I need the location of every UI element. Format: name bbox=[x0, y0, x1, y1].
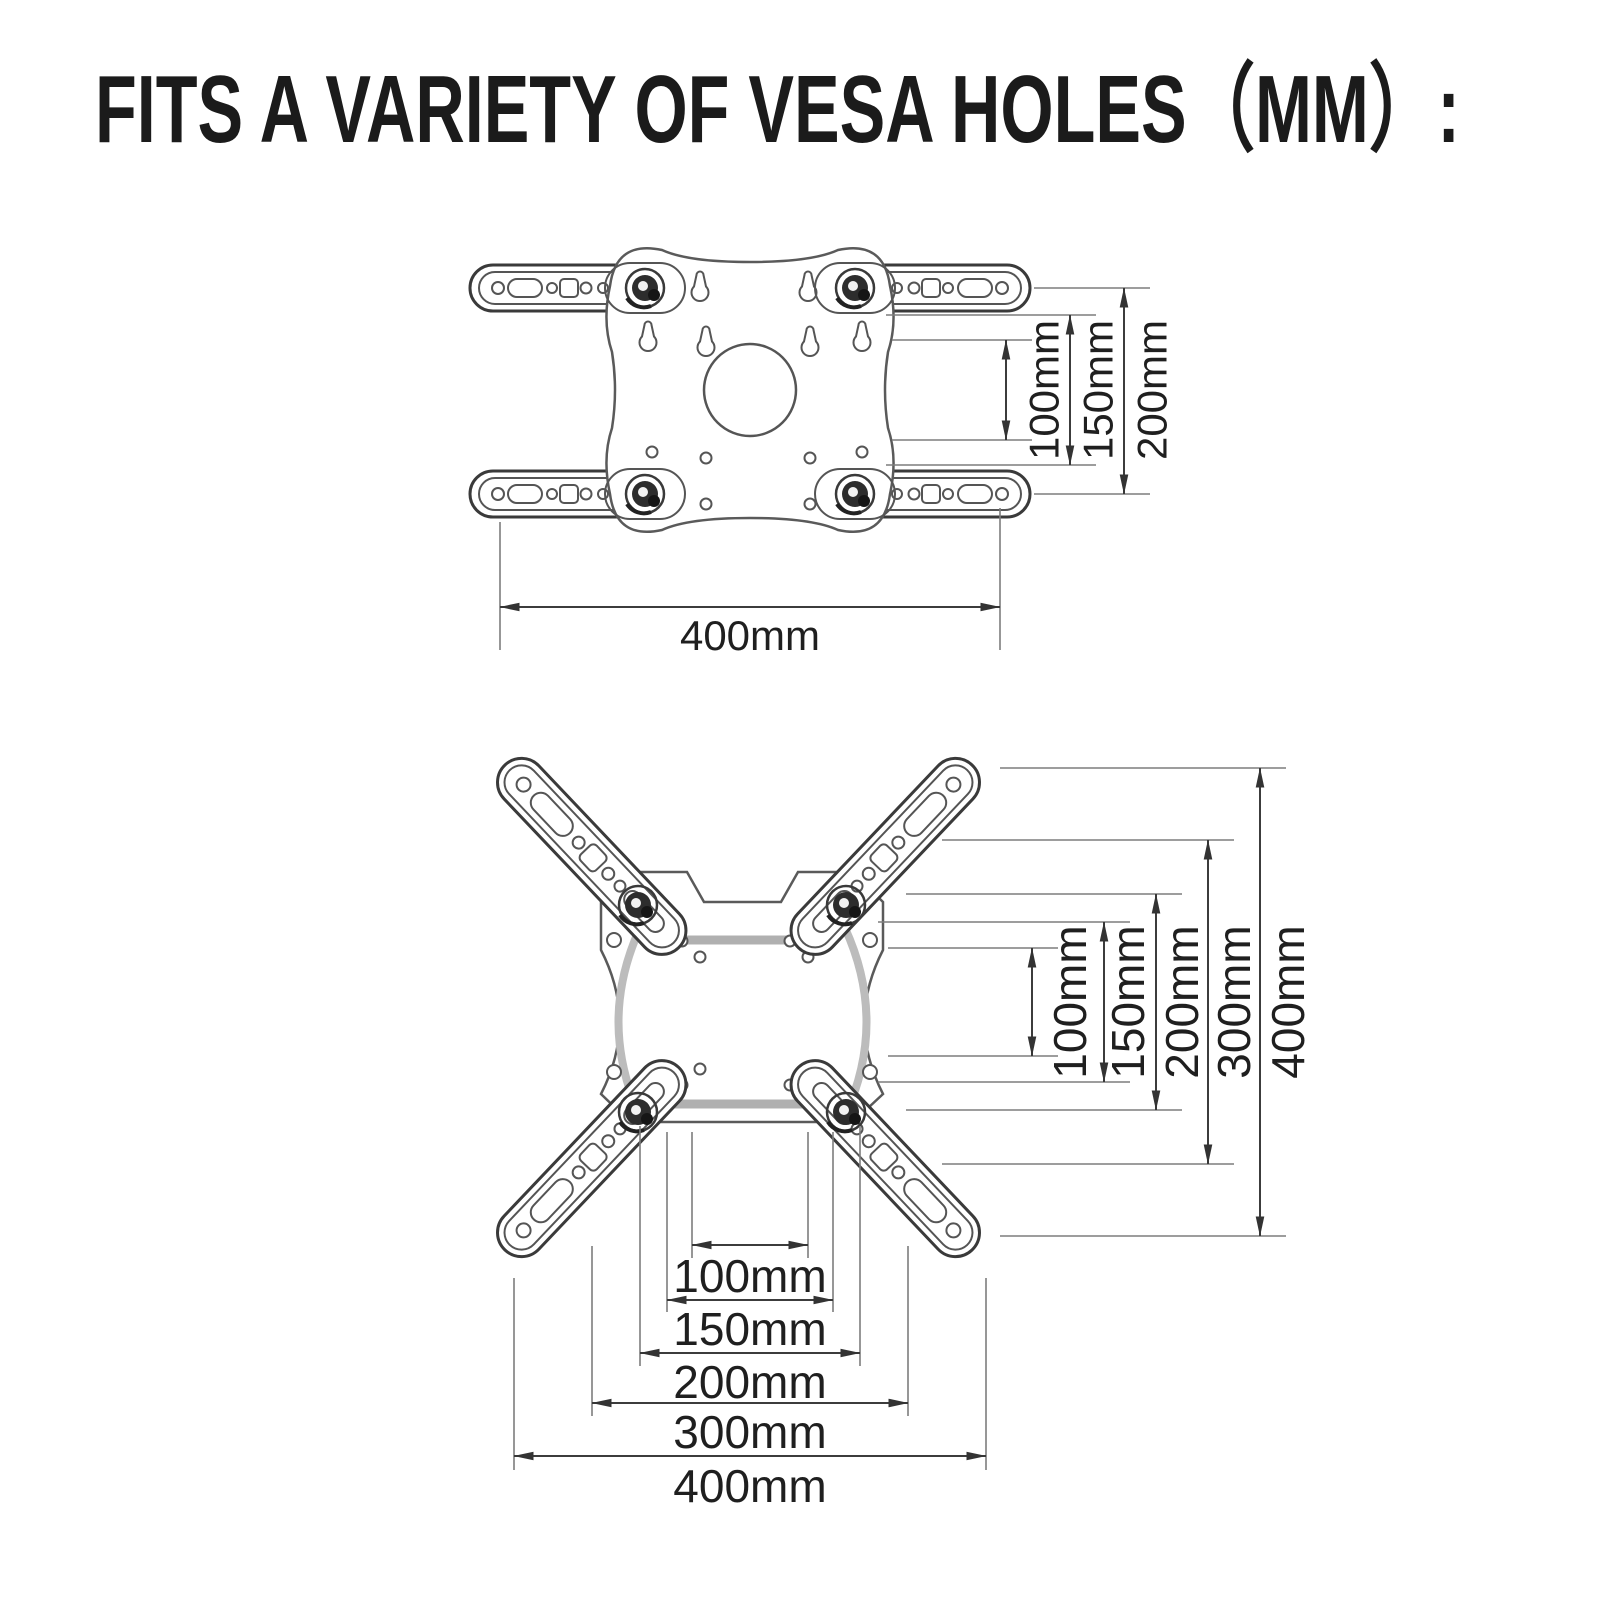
dim-top-horizontal-400: 400mm bbox=[499, 508, 1001, 659]
arm-bottom-right bbox=[779, 1049, 991, 1269]
dim-bottom-horizontal-300: 300mm bbox=[591, 1246, 909, 1458]
dim-label: 200mm bbox=[1129, 320, 1176, 460]
dim-bottom-vertical-200: 200mm bbox=[906, 893, 1208, 1111]
top-view-diagram: 100mm 150mm 200mm 400mm bbox=[470, 246, 1176, 659]
dim-label: 200mm bbox=[673, 1356, 826, 1408]
mounting-holes bbox=[645, 445, 869, 511]
dim-top-vertical-150: 150mm bbox=[886, 314, 1122, 466]
arm-bottom-left bbox=[486, 1049, 698, 1269]
dim-top-vertical-100: 100mm bbox=[892, 320, 1068, 460]
dim-bottom-vertical-400: 400mm bbox=[1000, 767, 1314, 1237]
dim-label: 300mm bbox=[1208, 925, 1260, 1078]
dim-label: 200mm bbox=[1156, 925, 1208, 1078]
dim-label: 100mm bbox=[1021, 320, 1068, 460]
dim-label: 150mm bbox=[1102, 925, 1154, 1078]
center-hole bbox=[702, 342, 798, 438]
dim-label: 150mm bbox=[1075, 320, 1122, 460]
arm-top-right bbox=[779, 746, 991, 966]
bottom-view-diagram: 100mm 150mm 200mm 300mm 400mm bbox=[486, 746, 1314, 1512]
dim-bottom-vertical-300: 300mm bbox=[942, 839, 1260, 1165]
dim-bottom-horizontal-100: 100mm bbox=[673, 1132, 827, 1302]
dim-label: 400mm bbox=[673, 1460, 826, 1512]
page-title: FITS A VARIETY OF VESA HOLES（MM）: bbox=[95, 56, 1460, 163]
dim-label: 100mm bbox=[673, 1250, 826, 1302]
dim-bottom-vertical-100: 100mm bbox=[888, 925, 1096, 1079]
dim-bottom-vertical-150: 150mm bbox=[878, 921, 1154, 1083]
dim-label: 400mm bbox=[1262, 925, 1314, 1078]
dim-bottom-horizontal-150: 150mm bbox=[666, 1132, 834, 1355]
dim-label: 300mm bbox=[673, 1406, 826, 1458]
dim-label: 100mm bbox=[1044, 925, 1096, 1078]
dim-label: 400mm bbox=[680, 612, 820, 659]
arm-top-left bbox=[486, 746, 698, 966]
dim-label: 150mm bbox=[673, 1303, 826, 1355]
dim-top-vertical-200: 200mm bbox=[1034, 287, 1176, 495]
dim-bottom-horizontal-400: 400mm bbox=[513, 1278, 987, 1512]
pivot-joints bbox=[604, 262, 896, 520]
